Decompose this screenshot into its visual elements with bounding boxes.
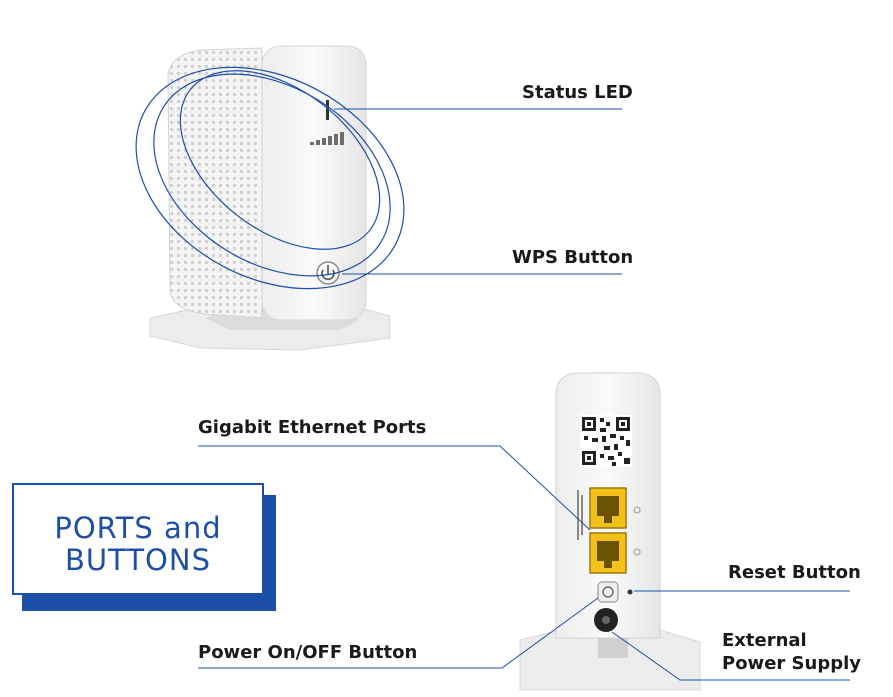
port-labels-vertical: [577, 490, 583, 540]
power-button-graphic: [597, 581, 619, 603]
leader-lines: [198, 108, 850, 681]
ethernet-port-2: [589, 532, 627, 574]
label-gigabit-ethernet-ports: Gigabit Ethernet Ports: [198, 417, 427, 438]
status-led-indicator: [326, 100, 329, 120]
qr-code: [580, 415, 632, 467]
wps-button-graphic: [316, 261, 340, 285]
router-rear-view: [519, 372, 701, 691]
label-power-on-off-button: Power On/OFF Button: [198, 642, 418, 663]
ethernet-port-1: [589, 487, 627, 529]
label-wps-button: WPS Button: [512, 247, 634, 268]
power-jack-graphic: [594, 608, 618, 632]
label-external-power-supply: External Power Supply: [722, 630, 861, 674]
decorative-swoosh-lines: [135, 66, 405, 290]
title-line-2: BUTTONS: [65, 543, 211, 577]
router-front-view: [149, 45, 391, 351]
signal-bars-icon: [310, 132, 344, 145]
reset-pinhole: [627, 589, 633, 595]
label-reset-button: Reset Button: [728, 562, 861, 583]
label-status-led: Status LED: [522, 82, 633, 103]
title-box: PORTS and BUTTONS: [12, 483, 264, 595]
title-line-1: PORTS and: [54, 511, 222, 545]
